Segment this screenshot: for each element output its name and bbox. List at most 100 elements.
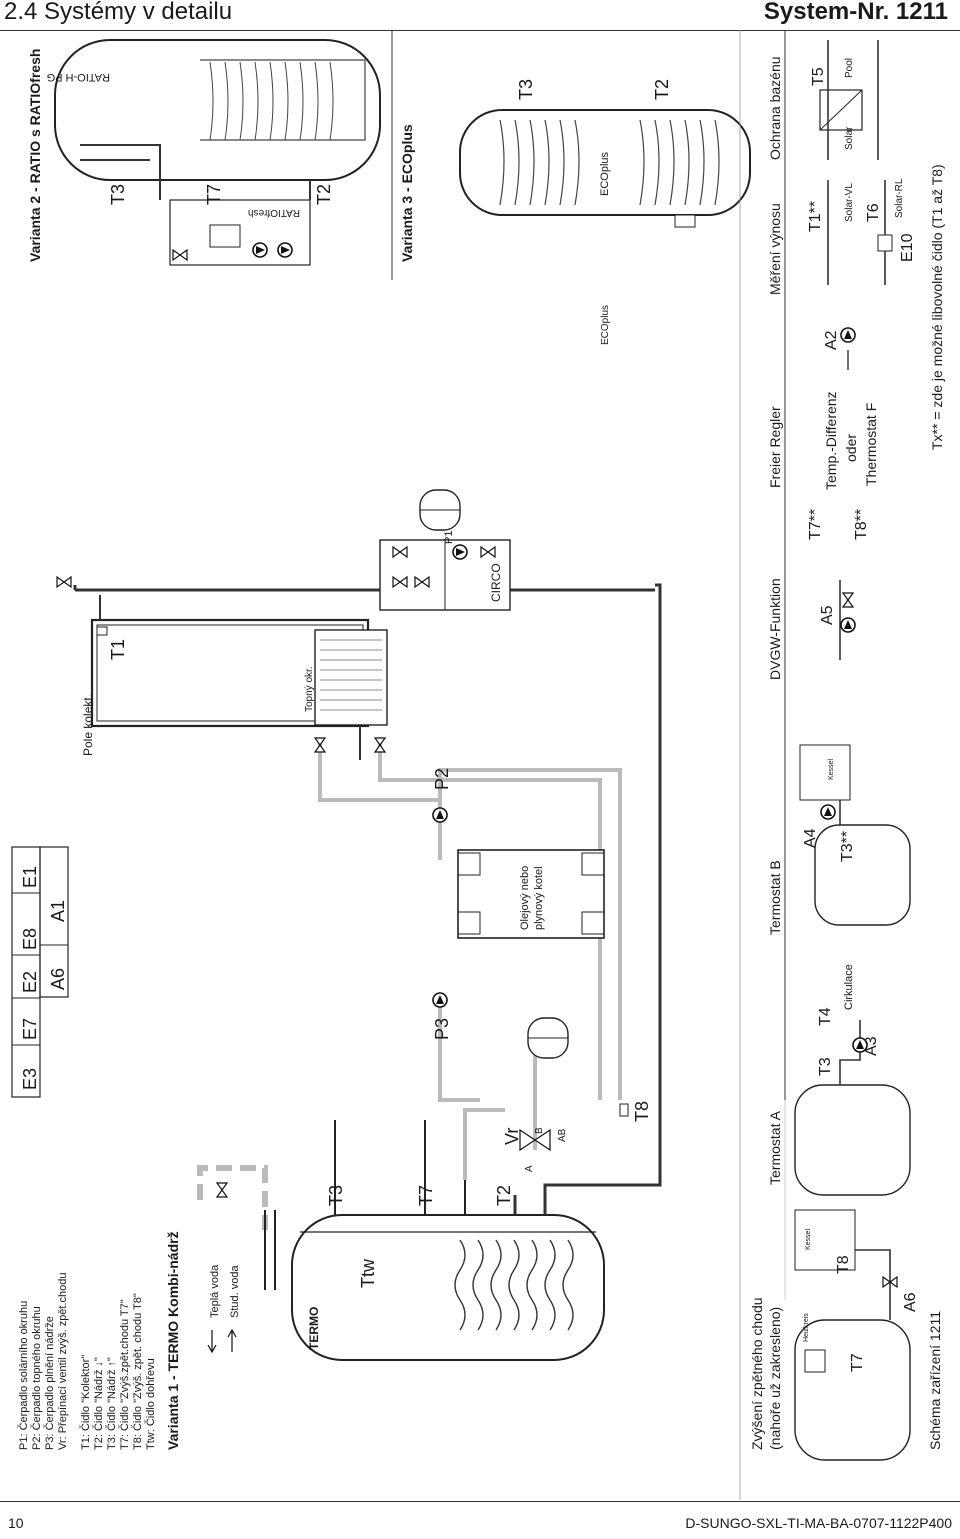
terminal-e2: E2 xyxy=(20,971,40,993)
svg-text:Heizkreis: Heizkreis xyxy=(803,1313,810,1342)
heating-circuit: Topný okr. Olejový nebo plynový kotel xyxy=(304,629,622,1180)
legend-item: Ttw: Čidlo dohřevu xyxy=(144,1358,157,1450)
mini-sensor-t5: T5 xyxy=(810,67,827,86)
terminal-a6: A6 xyxy=(48,968,68,990)
sensor-t3-v2: T3 xyxy=(108,184,128,205)
legend: P1: Čerpadlo solárního okruhu P2: Čerpad… xyxy=(17,1272,157,1450)
sensor-t2-v2: T2 xyxy=(314,184,334,205)
mini-output-a2: A2 xyxy=(823,330,840,350)
sensor-ttw: Ttw xyxy=(358,1258,378,1288)
sensor-t7: T7 xyxy=(416,1185,436,1206)
mini-dvgw: A5 xyxy=(819,580,856,660)
mini-termostat-b: Kessel A4 T3** xyxy=(799,744,911,926)
variant-3-title: Varianta 3 - ECOplus xyxy=(399,124,415,262)
mini-sensor-t3: T3 xyxy=(817,1057,834,1076)
cold-water-label: Stud. voda xyxy=(229,1265,241,1318)
ratiofresh-label: RATIOfresh xyxy=(248,207,300,218)
controller-terminals: E3 E7 E2 E8 E1 A6 A1 xyxy=(11,846,69,1098)
system-number: System-Nr. 1211 xyxy=(763,0,948,25)
variant-1-title: Varianta 1 - TERMO Kombi-nádrž xyxy=(165,1231,181,1450)
legend-item: Vr: Přepínací ventil zvýš. zpět.chodu xyxy=(57,1272,69,1450)
valve-vr-label: Vr xyxy=(502,1128,522,1145)
section-mereni: Měření výnosu xyxy=(767,203,783,295)
terminal-e7: E7 xyxy=(20,1018,40,1040)
ratio-tank: RATIO-H PG RATIOfresh xyxy=(47,39,381,266)
hot-water-label: Teplá voda xyxy=(209,1264,221,1318)
mini-sensor-t7: T7 xyxy=(849,1353,866,1372)
mini-freier-regler: T7** T8** Temp.-Differenz oder Thermosta… xyxy=(807,327,879,540)
boiler-label-2: plynový kotel xyxy=(533,866,545,930)
sensor-t3-v3: T3 xyxy=(516,79,536,100)
svg-text:Kessel: Kessel xyxy=(828,759,835,780)
footer-rule xyxy=(0,1501,960,1502)
legend-item: T7: Čidlo "Zvýš.zpět.chodu T7" xyxy=(118,1299,131,1450)
section-ochrana: Ochrana bazénu xyxy=(767,56,783,160)
mini-output-a4: A4 xyxy=(802,828,819,848)
schema-label: Schéma zařízení 1211 xyxy=(927,1311,943,1450)
boiler-label-1: Olejový nebo xyxy=(519,866,531,930)
solar-rl-label: Solar-RL xyxy=(894,178,905,218)
terminal-a1: A1 xyxy=(48,900,68,922)
legend-item: T2: Čidlo "Nádrž ↓" xyxy=(92,1357,105,1450)
legend-item: P2: Čerpadlo topného okruhu xyxy=(30,1306,43,1450)
mini-yield-measurement: T1** Solar-VL Solar-RL T6 E10 xyxy=(807,178,916,285)
mini-pool-protection: T5 Solar Pool xyxy=(810,40,879,160)
legend-item: P1: Čerpadlo solárního okruhu xyxy=(17,1301,30,1450)
mini-return-boost: Kessel Heizkreis xyxy=(794,1209,911,1461)
air-vent-icon xyxy=(56,576,72,588)
return-boost-title: Zvýšení zpětného chodu xyxy=(749,1297,765,1450)
circulation-label: Cirkulace xyxy=(843,964,855,1010)
legend-item: P3: Čerpadlo plnění nádrže xyxy=(43,1316,56,1450)
ecoplus-tank: ECOplus xyxy=(459,109,751,228)
mini-output-a3: A3 xyxy=(863,1036,880,1056)
heating-circuit-label: Topný okr. xyxy=(304,666,315,712)
circo-station: CIRCO P1 xyxy=(379,489,511,611)
legend-item: T3: Čidlo "Nádrž ↑" xyxy=(105,1357,118,1450)
svg-text:Kessel: Kessel xyxy=(805,1229,812,1250)
collector-label: Pole kolekt. xyxy=(81,694,95,756)
sensor-t3: T3 xyxy=(326,1185,346,1206)
dhw-connections: Teplá voda Stud. voda xyxy=(197,1165,268,1354)
circo-label: CIRCO xyxy=(489,563,503,602)
switching-valve-icon xyxy=(519,1128,551,1152)
termo-label: TERMO xyxy=(307,1307,321,1350)
mini-sensor-t7s: T7** xyxy=(807,509,824,540)
pump-p2-label: P2 xyxy=(432,768,452,790)
ecoplus-label: ECOplus xyxy=(599,151,611,196)
mini-sensor-t4: T4 xyxy=(817,1007,834,1026)
solar-loop xyxy=(73,583,662,1215)
temp-or-label: oder xyxy=(843,434,859,462)
legend-item: T8: Čidlo "Zvýš. zpět. chodu T8" xyxy=(131,1293,144,1450)
page-title: 2.4 Systémy v detailu xyxy=(4,0,233,25)
pump-p1-label: P1 xyxy=(443,531,455,544)
section-termostat-b: Termostat B xyxy=(767,860,783,935)
mini-input-e10: E10 xyxy=(899,233,916,262)
sensor-t7-v2: T7 xyxy=(204,184,224,205)
tx-note: Tx** = zde je možné libovolné čidlo (T1 … xyxy=(929,164,945,450)
mini-sensor-t6: T6 xyxy=(865,203,882,222)
pump-p3-icon xyxy=(432,992,448,1008)
valve-port-b: B xyxy=(534,1127,545,1134)
ecoplus-label-2: ECOplus xyxy=(600,305,611,345)
thermostat-f-label: Thermostat F xyxy=(863,403,879,486)
pool-label: Pool xyxy=(844,58,855,78)
valve-port-a: A xyxy=(524,1165,535,1172)
sensor-t1: T1 xyxy=(108,639,128,660)
pump-p3-label: P3 xyxy=(432,1018,452,1040)
solar-label: Solar xyxy=(844,126,855,150)
mini-output-a5: A5 xyxy=(819,605,836,625)
pump-p2-icon xyxy=(432,807,448,823)
temp-diff-label: Temp.-Differenz xyxy=(823,391,839,490)
ratio-h-pg-label: RATIO-H PG xyxy=(47,71,110,83)
mini-sensor-t1s: T1** xyxy=(807,201,824,232)
terminal-e8: E8 xyxy=(20,928,40,950)
sensor-t2: T2 xyxy=(494,1185,514,1206)
section-termostat-a: Termostat A xyxy=(767,1110,783,1185)
mini-termostat-a: T3 T4 Cirkulace A3 xyxy=(794,964,911,1196)
return-boost-note: (nahoře už zakresleno) xyxy=(767,1307,783,1450)
mini-sensor-t8: T8 xyxy=(835,1255,852,1274)
terminal-e1: E1 xyxy=(20,866,40,888)
solar-vl-label: Solar-VL xyxy=(844,183,855,222)
section-freier-regler: Freier Regler xyxy=(767,406,783,488)
